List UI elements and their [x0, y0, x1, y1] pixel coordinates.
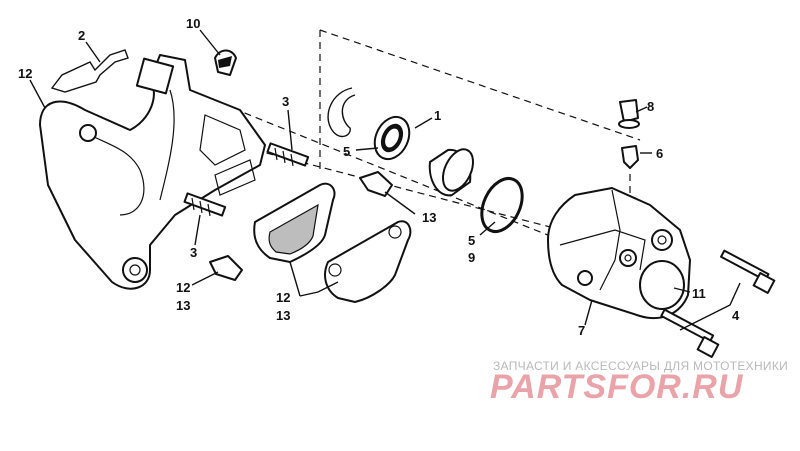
pad-clip-upper-part: [359, 171, 393, 197]
bleeder-cap-part: [618, 99, 640, 129]
callout-labels: 2 12 10 3 1 5 8 6 13 3 5 9 11 12 13 12 1…: [18, 16, 740, 338]
callout-1: 1: [434, 108, 441, 123]
pad-clip-lower-part: [209, 255, 243, 281]
callout-12-pads: 12: [276, 290, 290, 305]
caliper-body-part: [547, 187, 691, 320]
callout-4: 4: [732, 308, 740, 323]
spring-clip-part: [50, 49, 129, 93]
piston-part: [428, 148, 475, 197]
boot-cap-part: [214, 49, 237, 76]
mounting-bolt-upper-part: [720, 249, 776, 294]
callout-12-clip: 12: [176, 280, 190, 295]
callout-11: 11: [692, 286, 706, 301]
bolt-lower-part: [183, 192, 227, 217]
brake-pad-lower-part: [324, 220, 412, 303]
bolt-upper-part: [266, 142, 310, 167]
retaining-ring-part: [327, 87, 356, 138]
callout-2: 2: [78, 28, 85, 43]
callout-3-lower: 3: [190, 245, 197, 260]
callout-9: 9: [468, 250, 475, 265]
brake-pad-upper-part: [253, 182, 336, 263]
leader-lines: [29, 29, 741, 331]
o-ring-part: [480, 177, 524, 233]
callout-8: 8: [647, 99, 654, 114]
callout-13-clip: 13: [176, 298, 190, 313]
callout-10: 10: [186, 16, 200, 31]
caliper-bracket-part: [39, 54, 266, 290]
watermark-tagline: ЗАПЧАСТИ И АКСЕССУАРЫ ДЛЯ МОТОТЕХНИКИ: [493, 359, 788, 373]
callout-3: 3: [282, 94, 289, 109]
callout-7: 7: [578, 323, 585, 338]
callout-13-pads: 13: [276, 308, 290, 323]
mounting-bolt-lower-part: [660, 308, 720, 358]
bleeder-valve-part: [621, 145, 639, 169]
callout-6: 6: [656, 146, 663, 161]
callout-5-lower: 5: [468, 233, 475, 248]
callout-12: 12: [18, 66, 32, 81]
watermark-brand-logo: PARTSFOR.RU: [490, 368, 744, 406]
watermark: ЗАПЧАСТИ И АКСЕССУАРЫ ДЛЯ МОТОТЕХНИКИ PA…: [490, 359, 788, 406]
piston-seal-part: [373, 115, 411, 161]
callout-5: 5: [343, 144, 350, 159]
callout-13: 13: [422, 210, 436, 225]
